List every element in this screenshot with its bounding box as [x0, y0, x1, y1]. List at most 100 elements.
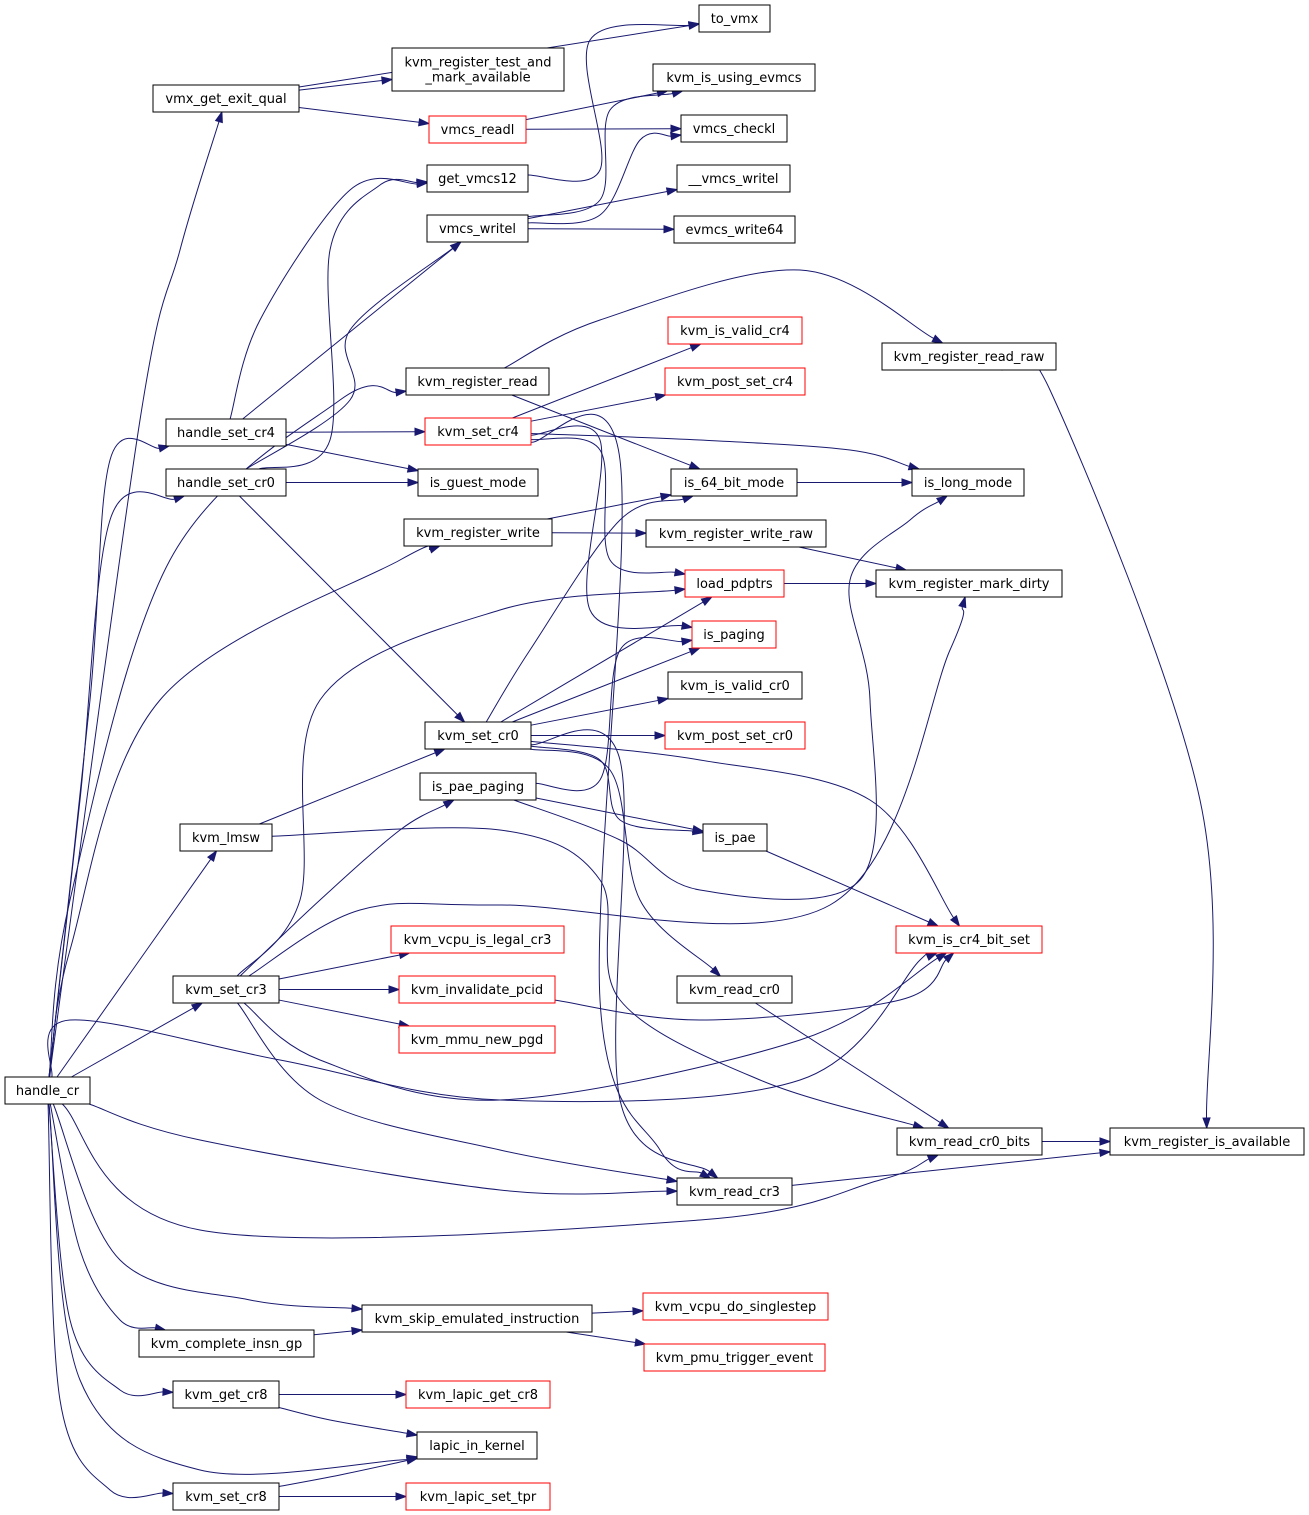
graph-node-kvm-register-read[interactable]: kvm_register_read	[405, 367, 550, 396]
graph-node-lapic-in-kernel[interactable]: lapic_in_kernel	[416, 1431, 538, 1460]
graph-node-handle-cr[interactable]: handle_cr	[4, 1076, 91, 1105]
node-label: kvm_post_set_cr4	[677, 375, 793, 390]
call-edge	[271, 827, 925, 1130]
graph-node-kvm-get-cr8[interactable]: kvm_get_cr8	[172, 1380, 280, 1409]
call-edge	[513, 495, 949, 900]
graph-node-is-paging[interactable]: is_paging	[691, 620, 777, 649]
graph-node-vmcs-writel[interactable]: vmcs_writel	[426, 214, 529, 243]
graph-node-kvm-read-cr0-bits[interactable]: kvm_read_cr0_bits	[896, 1127, 1043, 1156]
graph-node-kvm-is-using-evmcs[interactable]: kvm_is_using_evmcs	[652, 63, 816, 92]
graph-node-kvm-vcpu-do-singlestep[interactable]: kvm_vcpu_do_singlestep	[642, 1292, 829, 1321]
call-edge	[278, 950, 412, 980]
edge-line	[243, 957, 938, 1101]
graph-node-is-pae-paging[interactable]: is_pae_paging	[419, 772, 537, 801]
edge-line	[298, 80, 383, 91]
graph-node-kvm-vcpu-is-legal-cr3[interactable]: kvm_vcpu_is_legal_cr3	[390, 925, 565, 954]
graph-node-kvm-is-cr4-bit-set[interactable]: kvm_is_cr4_bit_set	[895, 925, 1043, 954]
call-edge	[48, 1103, 419, 1475]
edge-line	[535, 636, 683, 792]
edge-line	[259, 752, 436, 825]
graph-node-is-pae[interactable]: is_pae	[702, 823, 768, 852]
call-edge	[530, 437, 687, 577]
graph-node-kvm-set-cr0[interactable]: kvm_set_cr0	[424, 721, 532, 750]
node-box	[426, 164, 529, 193]
edge-line	[504, 269, 934, 369]
graph-node-kvm-read-cr0[interactable]: kvm_read_cr0	[676, 975, 793, 1004]
graph-node-kvm-set-cr8[interactable]: kvm_set_cr8	[172, 1482, 280, 1511]
edge-arrowhead	[681, 495, 695, 504]
edge-line	[278, 1460, 408, 1487]
graph-node-kvm-is-valid-cr0[interactable]: kvm_is_valid_cr0	[667, 671, 803, 700]
graph-node-kvm-register-write[interactable]: kvm_register_write	[403, 518, 553, 547]
graph-node-kvm-set-cr3[interactable]: kvm_set_cr3	[172, 975, 280, 1004]
node-label: is_guest_mode	[430, 476, 527, 491]
edge-arrowhead	[700, 596, 714, 606]
graph-node-is-guest-mode[interactable]: is_guest_mode	[417, 468, 539, 497]
nodes-layer: handle_cr vmx_get_exit_qual to_vmx kvm_regi…	[4, 4, 1305, 1511]
node-label: is_64_bit_mode	[684, 476, 784, 491]
graph-node-handle-set-cr0[interactable]: handle_set_cr0	[165, 468, 287, 497]
graph-node-kvm-lmsw[interactable]: kvm_lmsw	[179, 823, 273, 852]
call-edge	[566, 1331, 647, 1347]
graph-node-vmx-get-exit-qual[interactable]: vmx_get_exit_qual	[152, 84, 300, 113]
graph-node-kvm-register-mark-dirty[interactable]: kvm_register_mark_dirty	[875, 569, 1063, 598]
graph-node-kvm-skip-emulated-instruction[interactable]: kvm_skip_emulated_instruction	[361, 1304, 593, 1333]
graph-node-vmcs-checkl[interactable]: vmcs_checkl	[680, 114, 788, 143]
node-label: kvm_register_write	[416, 526, 540, 541]
graph-node-kvm-invalidate-pcid[interactable]: kvm_invalidate_pcid	[398, 975, 556, 1004]
edge-line	[530, 433, 910, 467]
graph-node-evmcs-write64[interactable]: evmcs_write64	[673, 215, 796, 244]
edge-line	[88, 1103, 668, 1195]
graph-node-kvm-register-write-raw[interactable]: kvm_register_write_raw	[645, 519, 827, 548]
edge-arrowhead	[937, 1118, 950, 1129]
call-edge	[527, 21, 701, 182]
edge-arrowhead	[659, 492, 673, 501]
graph-node-get-vmcs12[interactable]: get_vmcs12	[426, 164, 529, 193]
call-edge	[239, 495, 466, 724]
graph-node-is-long-mode[interactable]: is_long_mode	[911, 468, 1025, 497]
edge-line	[285, 443, 409, 470]
edge-line	[313, 1330, 353, 1336]
call-edge	[525, 88, 669, 121]
edge-line	[278, 999, 400, 1025]
node-box	[896, 1127, 1043, 1156]
edge-arrowhead	[206, 849, 218, 863]
node-box	[691, 620, 777, 649]
graph-node-is-64-bit-mode[interactable]: is_64_bit_mode	[670, 468, 798, 497]
graph-node-kvm-is-valid-cr4[interactable]: kvm_is_valid_cr4	[667, 316, 803, 345]
edge-arrowhead	[865, 579, 878, 588]
edge-arrowhead	[699, 1169, 712, 1179]
graph-node-kvm-set-cr4[interactable]: kvm_set_cr4	[424, 417, 532, 446]
edge-line	[530, 437, 676, 574]
graph-node-kvm-register-is-available[interactable]: kvm_register_is_available	[1109, 1127, 1305, 1156]
graph-node-kvm-lapic-get-cr8[interactable]: kvm_lapic_get_cr8	[405, 1380, 551, 1409]
graph-node-kvm-lapic-set-tpr[interactable]: kvm_lapic_set_tpr	[405, 1482, 551, 1511]
graph-node-kvm-complete-insn-gp[interactable]: kvm_complete_insn_gp	[138, 1329, 315, 1358]
graph-node-kvm-register-test-and-mark-available[interactable]: kvm_register_test_and_mark_available	[391, 47, 565, 92]
graph-node-kvm-post-set-cr4[interactable]: kvm_post_set_cr4	[664, 367, 806, 396]
graph-node-kvm-mmu-new-pgd[interactable]: kvm_mmu_new_pgd	[398, 1025, 556, 1054]
call-edge	[535, 797, 705, 834]
node-box	[361, 1304, 593, 1333]
graph-node-kvm-post-set-cr0[interactable]: kvm_post_set_cr0	[664, 721, 806, 750]
graph-node-vmcs-readl[interactable]: vmcs_readl	[428, 115, 527, 144]
graph-node---vmcs-writel[interactable]: __vmcs_writel	[676, 164, 791, 193]
call-edge	[259, 748, 447, 825]
call-edge	[285, 443, 420, 473]
edge-arrowhead	[936, 495, 949, 506]
graph-node-to-vmx[interactable]: to_vmx	[698, 4, 771, 33]
graph-node-load-pdptrs[interactable]: load_pdptrs	[684, 569, 785, 598]
edge-line	[798, 546, 897, 569]
call-edge	[278, 1456, 419, 1487]
graph-node-handle-set-cr4[interactable]: handle_set_cr4	[165, 418, 287, 447]
edge-line	[278, 954, 400, 980]
node-box	[405, 1380, 551, 1409]
graph-node-kvm-read-cr3[interactable]: kvm_read_cr3	[676, 1177, 793, 1206]
call-edge	[525, 124, 683, 133]
graph-node-kvm-register-read-raw[interactable]: kvm_register_read_raw	[881, 342, 1057, 371]
call-edge	[279, 985, 401, 994]
edge-arrowhead	[214, 110, 223, 124]
edge-arrowhead	[688, 461, 702, 470]
edge-arrowhead	[162, 1387, 175, 1397]
graph-node-kvm-pmu-trigger-event[interactable]: kvm_pmu_trigger_event	[643, 1343, 826, 1372]
